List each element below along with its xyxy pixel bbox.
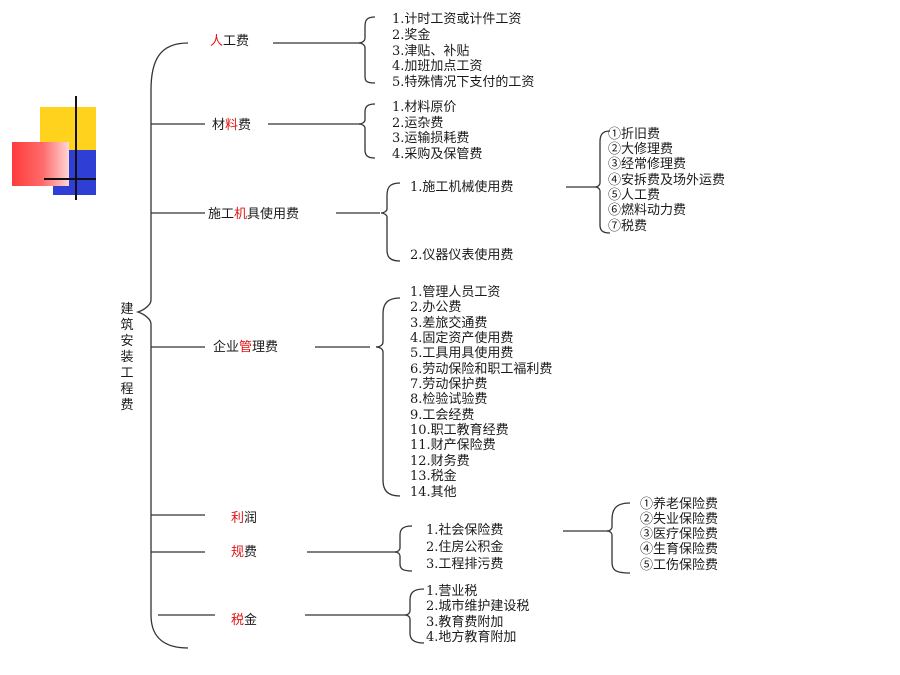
labor-item: 2.奖金 bbox=[392, 28, 431, 43]
management-item: 10.职工教育经费 bbox=[410, 423, 509, 438]
machinery-item: 1.施工机械使用费 bbox=[410, 180, 514, 195]
category-management: 企业管理费 bbox=[213, 340, 279, 355]
machinery-sub-item: ③经常修理费 bbox=[608, 157, 687, 172]
fees-item: 2.住房公积金 bbox=[426, 540, 504, 555]
management-item: 8.检验试验费 bbox=[410, 392, 488, 407]
fees-item: 1.社会保险费 bbox=[426, 523, 504, 538]
materials-item: 3.运输损耗费 bbox=[392, 131, 470, 146]
fees-sub-item: ①养老保险费 bbox=[640, 497, 719, 512]
root-label: 建筑安装工程费 bbox=[120, 302, 134, 413]
taxes-item: 2.城市维护建设税 bbox=[426, 599, 530, 614]
fees-sub-item: ⑤工伤保险费 bbox=[640, 558, 719, 573]
management-item: 14.其他 bbox=[410, 485, 457, 500]
management-item: 4.固定资产使用费 bbox=[410, 331, 514, 346]
taxes-item: 3.教育费附加 bbox=[426, 615, 504, 630]
taxes-brace bbox=[404, 588, 425, 644]
taxes-item: 1.营业税 bbox=[426, 584, 478, 599]
machinery-sub-item: ⑤人工费 bbox=[608, 188, 661, 203]
management-item: 12.财务费 bbox=[410, 454, 470, 469]
materials-item: 4.采购及保管费 bbox=[392, 147, 483, 162]
machinery-sub-item: ④安拆费及场外运费 bbox=[608, 173, 726, 188]
fees-sub-item: ④生育保险费 bbox=[640, 542, 719, 557]
fees-item: 3.工程排污费 bbox=[426, 557, 504, 572]
category-machinery: 施工机具使用费 bbox=[208, 207, 300, 222]
management-item: 3.差旅交通费 bbox=[410, 316, 488, 331]
fees-sub-item: ③医疗保险费 bbox=[640, 527, 719, 542]
materials-brace bbox=[358, 103, 376, 159]
machinery-brace bbox=[380, 182, 401, 262]
labor-item: 3.津贴、补贴 bbox=[392, 44, 470, 59]
labor-item: 4.加班加点工资 bbox=[392, 59, 483, 74]
management-item: 9.工会经费 bbox=[410, 408, 475, 423]
materials-item: 2.运杂费 bbox=[392, 116, 444, 131]
fees-sub-brace bbox=[606, 502, 631, 574]
labor-brace bbox=[358, 16, 376, 84]
management-item: 5.工具用具使用费 bbox=[410, 346, 514, 361]
fees-brace bbox=[394, 525, 413, 572]
category-profit: 利润 bbox=[231, 511, 258, 526]
materials-item: 1.材料原价 bbox=[392, 100, 457, 115]
machinery-sub-brace bbox=[594, 130, 611, 234]
decor-horizontal-line bbox=[44, 178, 96, 180]
taxes-item: 4.地方教育附加 bbox=[426, 630, 517, 645]
machinery-sub-item: ⑥燃料动力费 bbox=[608, 203, 687, 218]
management-item: 2.办公费 bbox=[410, 300, 462, 315]
management-brace bbox=[375, 297, 401, 497]
management-item: 6.劳动保险和职工福利费 bbox=[410, 362, 553, 377]
labor-item: 5.特殊情况下支付的工资 bbox=[392, 75, 535, 90]
management-item: 11.财产保险费 bbox=[410, 438, 496, 453]
root-brace bbox=[135, 42, 189, 649]
management-item: 1.管理人员工资 bbox=[410, 285, 501, 300]
machinery-item: 2.仪器仪表使用费 bbox=[410, 248, 514, 263]
category-labor: 人工费 bbox=[210, 34, 250, 49]
fees-sub-item: ②失业保险费 bbox=[640, 512, 719, 527]
management-item: 13.税金 bbox=[410, 469, 457, 484]
decor-vertical-line bbox=[75, 96, 77, 200]
machinery-sub-item: ①折旧费 bbox=[608, 127, 661, 142]
category-fees: 规费 bbox=[231, 545, 258, 560]
labor-item: 1.计时工资或计件工资 bbox=[392, 12, 522, 27]
management-item: 7.劳动保护费 bbox=[410, 377, 488, 392]
category-taxes: 税金 bbox=[231, 613, 258, 628]
machinery-sub-item: ②大修理费 bbox=[608, 142, 674, 157]
category-materials: 材料费 bbox=[212, 118, 252, 133]
machinery-sub-item: ⑦税费 bbox=[608, 219, 648, 234]
